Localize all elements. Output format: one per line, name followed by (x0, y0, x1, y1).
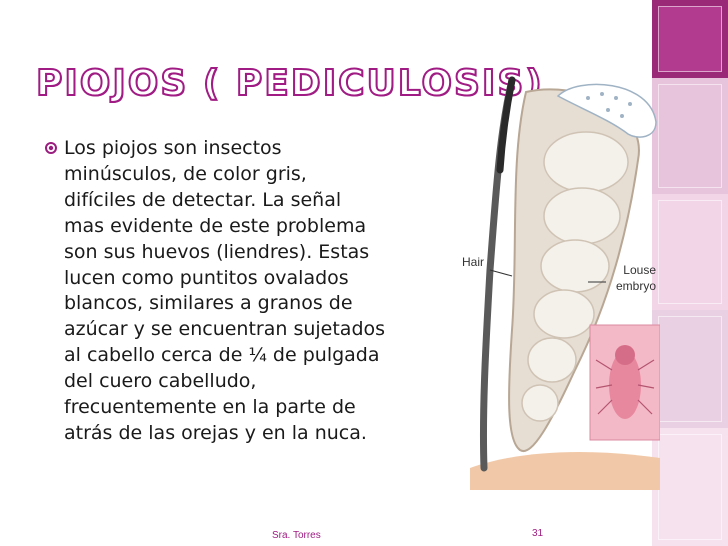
tile-dark (652, 0, 728, 78)
footer-author: Sra. Torres (272, 530, 321, 541)
embryo-segments (521, 131, 629, 422)
louse-egg-illustration: Hair Louse embryo (462, 76, 660, 490)
embryo-label-line2: embryo (616, 279, 656, 293)
page-number: 31 (532, 528, 544, 539)
slide-title: PIOJOS ( PEDICULOSIS) (35, 63, 544, 104)
bullet-paragraph: Los piojos son insectos minúsculos, de c… (44, 136, 460, 447)
tile-light (652, 310, 728, 428)
decorative-tiles (652, 0, 728, 546)
tile-light (652, 78, 728, 194)
tile-light (652, 428, 728, 546)
hair-shaft (479, 76, 516, 472)
embryo-label-line1: Louse (623, 263, 656, 277)
tile-light (652, 194, 728, 310)
scalp-shape (470, 452, 660, 490)
body-text: Los piojos son insectos minúsculos, de c… (64, 137, 386, 444)
circle-bullet-icon (44, 141, 58, 155)
hair-label: Hair (462, 255, 484, 269)
